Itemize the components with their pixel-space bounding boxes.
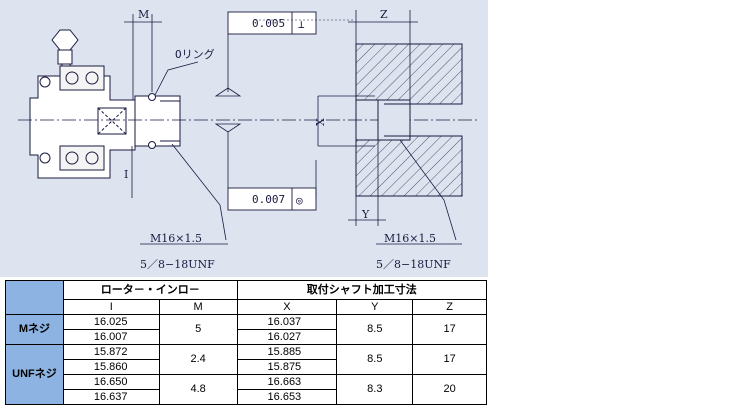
dimension-table: ロータ－・インロ－ 取付シャフト加工寸法 I M X Y Z Mネジ 16.02… xyxy=(5,280,488,405)
table-row: UNFネジ 15.872 2.4 15.885 8.5 17 xyxy=(5,344,487,405)
col-header-i: I xyxy=(62,299,160,315)
perp-symbol: ⊥ xyxy=(298,18,305,31)
col-header-m: M xyxy=(158,299,238,315)
label-i: I xyxy=(124,168,128,181)
label-z: Z xyxy=(380,8,388,21)
cell-m: 2.4 xyxy=(158,344,238,375)
conc-tolerance: 0.007 xyxy=(252,193,285,206)
cell-i-upper: 16.650 xyxy=(62,374,160,390)
cell-z: 17 xyxy=(412,314,487,345)
rotor-thread-1: M16×1.5 xyxy=(150,232,202,245)
dimension-y xyxy=(348,140,386,226)
cell-y: 8.5 xyxy=(336,314,414,345)
dimension-m xyxy=(124,14,162,100)
oring-leader xyxy=(154,61,199,96)
row-header-unf-thread: UNFネジ xyxy=(5,344,64,405)
row-header-m-thread: Mネジ xyxy=(5,314,64,345)
cell-m: 5 xyxy=(158,314,238,345)
col-header-z: Z xyxy=(412,299,487,315)
group-shaft-header: 取付シャフト加工寸法 xyxy=(236,280,488,300)
label-x: X xyxy=(314,118,327,126)
cell-y: 8.3 xyxy=(336,374,414,405)
group-rotor-header: ロータ－・インロ－ xyxy=(62,280,238,300)
cell-i-upper: 15.872 xyxy=(62,344,160,360)
shaft-thread-1: M16×1.5 xyxy=(384,232,436,245)
cell-x-lower: 16.027 xyxy=(236,329,338,345)
label-y: Y xyxy=(361,208,370,221)
table-row: Mネジ 16.025 5 16.037 8.5 17 xyxy=(5,314,487,345)
table-row: 15.860 15.875 xyxy=(6,359,487,375)
oring-label: Oリング xyxy=(175,47,215,61)
table-corner xyxy=(5,280,64,315)
col-header-y: Y xyxy=(336,299,414,315)
perp-tolerance: 0.005 xyxy=(252,17,285,30)
shaft-thread-leader xyxy=(399,139,457,241)
rotor-thread-2: 5／8−18UNF xyxy=(140,258,215,271)
cell-i-lower: 15.860 xyxy=(62,359,160,375)
cell-x-lower: 16.653 xyxy=(236,389,338,405)
cell-z: 20 xyxy=(412,374,487,405)
rotor-thread-leader xyxy=(171,143,227,241)
cell-x-lower: 15.875 xyxy=(236,359,338,375)
cell-x-upper: 15.885 xyxy=(236,344,338,360)
rotor-union-drawing xyxy=(29,29,181,179)
technical-drawing: M Oリング I M16×1.5 5／8−18UNF 0.005 ⊥ 0.007… xyxy=(0,0,488,277)
cell-x-upper: 16.663 xyxy=(236,374,338,390)
label-m: M xyxy=(138,8,149,21)
cell-i-upper: 16.025 xyxy=(62,314,160,330)
dimension-z xyxy=(348,10,418,100)
shaft-section-drawing xyxy=(355,43,463,197)
cell-m: 4.8 xyxy=(158,374,238,405)
cell-y: 8.5 xyxy=(336,344,414,375)
table-row: 16.637 16.653 xyxy=(6,389,487,405)
cell-i-lower: 16.637 xyxy=(62,389,160,405)
cell-i-lower: 16.007 xyxy=(62,329,160,345)
shaft-thread-2: 5／8−18UNF xyxy=(376,258,451,271)
cell-z: 17 xyxy=(412,344,487,375)
col-header-x: X xyxy=(236,299,338,315)
perpendicularity-frame xyxy=(227,11,317,35)
conc-symbol: ◎ xyxy=(296,194,303,207)
cell-x-upper: 16.037 xyxy=(236,314,338,330)
table-row: 16.650 4.8 16.663 8.3 20 xyxy=(6,374,487,405)
